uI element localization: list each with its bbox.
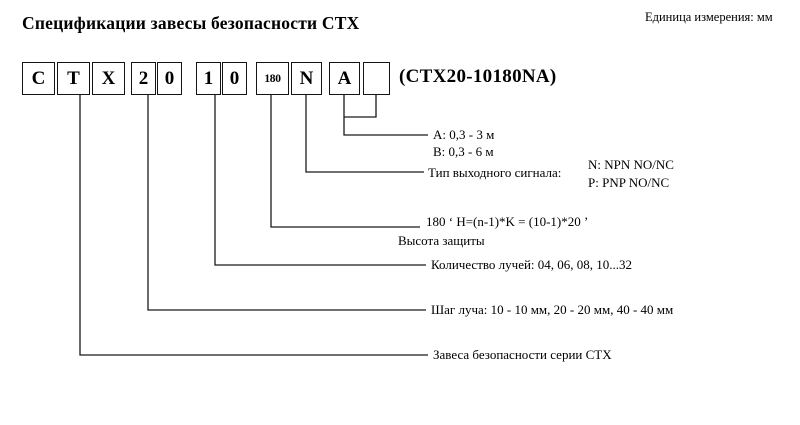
label-series: Завеса безопасности серии СТХ xyxy=(433,347,612,362)
label-range-b: В: 0,3 - 6 м xyxy=(433,144,494,159)
line-height xyxy=(270,95,420,228)
line-range xyxy=(343,95,428,136)
code-box-a: A xyxy=(329,62,360,95)
line-beams xyxy=(214,95,426,266)
code-box-0b: 0 xyxy=(222,62,247,95)
code-box-blank xyxy=(363,62,390,95)
page-title: Спецификации завесы безопасности СТХ xyxy=(22,13,360,33)
label-signal-npn: N: NPN NO/NC xyxy=(588,157,674,172)
code-box-2: 2 xyxy=(131,62,156,95)
label-signal-type: Тип выходного сигнала: xyxy=(428,165,562,180)
unit-note: Единица измерения: мм xyxy=(645,10,773,24)
line-series xyxy=(79,95,428,356)
code-box-1: 1 xyxy=(196,62,221,95)
code-box-0a: 0 xyxy=(157,62,182,95)
code-box-t: Т xyxy=(57,62,90,95)
label-beam-pitch: Шаг луча: 10 - 10 мм, 20 - 20 мм, 40 - 4… xyxy=(431,302,674,317)
label-range-a: A: 0,3 - 3 м xyxy=(433,127,495,142)
label-height-caption: Высота защиты xyxy=(398,233,485,248)
code-box-n: N xyxy=(291,62,322,95)
label-height-formula: 180 ‘ H=(n-1)*K = (10-1)*20 ’ xyxy=(426,214,589,229)
code-box-c: С xyxy=(22,62,55,95)
full-code: (СТХ20-10180NA) xyxy=(399,66,557,87)
code-box-x: Х xyxy=(92,62,125,95)
label-beam-count: Количество лучей: 04, 06, 08, 10...32 xyxy=(431,257,633,272)
label-signal-pnp: P: PNP NO/NC xyxy=(588,175,670,190)
line-pitch xyxy=(147,95,426,311)
code-box-180: 180 xyxy=(256,62,289,95)
line-range-bracket xyxy=(344,95,377,118)
line-signal xyxy=(305,95,424,173)
